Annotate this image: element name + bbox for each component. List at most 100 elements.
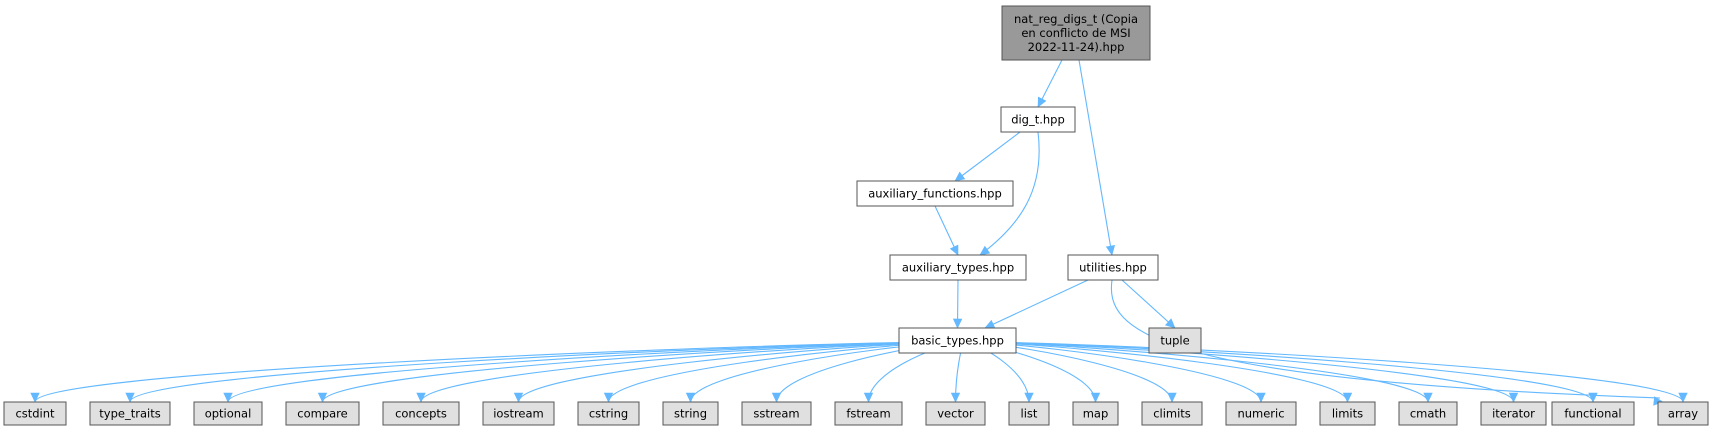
node-compare: compare <box>285 401 360 426</box>
node-aux_fn[interactable]: auxiliary_functions.hpp <box>856 180 1014 207</box>
node-box <box>285 401 360 426</box>
edge-basic-to-cmath <box>993 341 1433 403</box>
node-label: cstring <box>589 407 628 421</box>
node-box <box>577 401 640 426</box>
node-type_traits: type_traits <box>89 401 171 426</box>
edge-arrowhead <box>1342 392 1353 403</box>
node-box <box>1398 401 1458 426</box>
edge-basic-to-cstdint <box>30 341 905 403</box>
edge-arrowhead <box>863 392 874 403</box>
node-label: fstream <box>846 407 890 421</box>
node-iterator: iterator <box>1480 401 1547 426</box>
node-map: map <box>1072 401 1119 426</box>
edge-line <box>999 341 1515 403</box>
node-label: list <box>1021 407 1038 421</box>
edge-basic-to-type_traits <box>125 341 912 403</box>
node-functional: functional <box>1551 401 1635 426</box>
node-list: list <box>1008 401 1050 426</box>
node-label: map <box>1083 407 1109 421</box>
node-label: array <box>1668 407 1698 421</box>
node-label: nat_reg_digs_t (Copia <box>1014 12 1138 26</box>
node-label: en conflicto de MSI <box>1021 26 1130 40</box>
edge-arrowhead <box>950 392 961 403</box>
node-iostream: iostream <box>482 401 555 426</box>
node-label: auxiliary_functions.hpp <box>868 187 1002 201</box>
node-label: functional <box>1564 407 1621 421</box>
edge-arrowhead <box>954 171 966 182</box>
node-label: iostream <box>493 407 544 421</box>
node-box <box>834 401 903 426</box>
node-label: concepts <box>395 407 447 421</box>
edge-line <box>1121 279 1176 329</box>
node-box <box>662 401 719 426</box>
node-box <box>482 401 555 426</box>
edge-line <box>954 131 1021 182</box>
edge-basic-to-iterator <box>999 341 1519 403</box>
edge-arrowhead <box>30 392 40 403</box>
edge-arrowhead <box>317 392 328 403</box>
node-label: string <box>674 407 707 421</box>
node-box <box>193 401 263 426</box>
edge-line <box>983 341 1262 403</box>
node-box <box>889 254 1027 281</box>
edge-line <box>979 131 1040 256</box>
edge-arrowhead <box>1256 392 1266 403</box>
edge-root-to-dig_t <box>1037 59 1063 108</box>
edge-line <box>993 341 1429 403</box>
edge-arrowhead <box>1164 318 1176 329</box>
node-box <box>1480 401 1547 426</box>
edge-arrowhead <box>1423 392 1433 403</box>
node-label: type_traits <box>99 407 160 421</box>
edge-line <box>420 341 930 403</box>
node-climits: climits <box>1141 401 1203 426</box>
node-vector: vector <box>925 401 986 426</box>
edge-basic-to-concepts <box>416 341 930 403</box>
node-box <box>1000 106 1076 133</box>
edge-line <box>227 341 918 403</box>
node-box <box>1225 401 1297 426</box>
edge-arrowhead <box>1678 392 1688 403</box>
edge-basic-to-optional <box>223 341 918 403</box>
node-cstring: cstring <box>577 401 640 426</box>
edge-arrowhead <box>771 392 782 403</box>
node-label: 2022-11-24).hpp <box>1028 40 1125 54</box>
node-label: cstdint <box>15 407 55 421</box>
node-concepts: concepts <box>382 401 460 426</box>
node-box <box>89 401 171 426</box>
edge-line <box>984 279 1089 329</box>
node-label: cmath <box>1410 407 1446 421</box>
node-label: tuple <box>1160 334 1189 348</box>
edge-root-to-util <box>1078 59 1116 256</box>
edge-arrowhead <box>984 319 996 329</box>
edge-util-to-tuple <box>1121 279 1176 329</box>
edge-arrowhead <box>416 392 426 403</box>
edge-arrowhead <box>1105 245 1116 256</box>
node-label: sstream <box>753 407 799 421</box>
node-util[interactable]: utilities.hpp <box>1067 254 1159 281</box>
node-basic[interactable]: basic_types.hpp <box>898 327 1017 354</box>
edge-arrowhead <box>1588 392 1598 403</box>
edge-line <box>988 341 1349 403</box>
node-dig_t[interactable]: dig_t.hpp <box>1000 106 1076 133</box>
node-label: optional <box>205 407 252 421</box>
node-box <box>1072 401 1119 426</box>
edge-arrowhead <box>1508 392 1519 403</box>
node-aux_ty[interactable]: auxiliary_types.hpp <box>889 254 1027 281</box>
edge-aux_fn-to-aux_ty <box>934 205 959 256</box>
node-label: compare <box>297 407 347 421</box>
node-fstream: fstream <box>834 401 903 426</box>
node-label: basic_types.hpp <box>911 334 1004 348</box>
node-box <box>382 401 460 426</box>
node-label: numeric <box>1237 407 1284 421</box>
edge-line <box>321 341 924 403</box>
node-box <box>1001 5 1151 61</box>
node-string: string <box>662 401 719 426</box>
node-box <box>1067 254 1159 281</box>
node-label: climits <box>1153 407 1191 421</box>
node-box <box>3 401 67 426</box>
edge-line <box>517 341 936 403</box>
edge-arrowhead <box>952 318 963 329</box>
node-box <box>898 327 1017 354</box>
